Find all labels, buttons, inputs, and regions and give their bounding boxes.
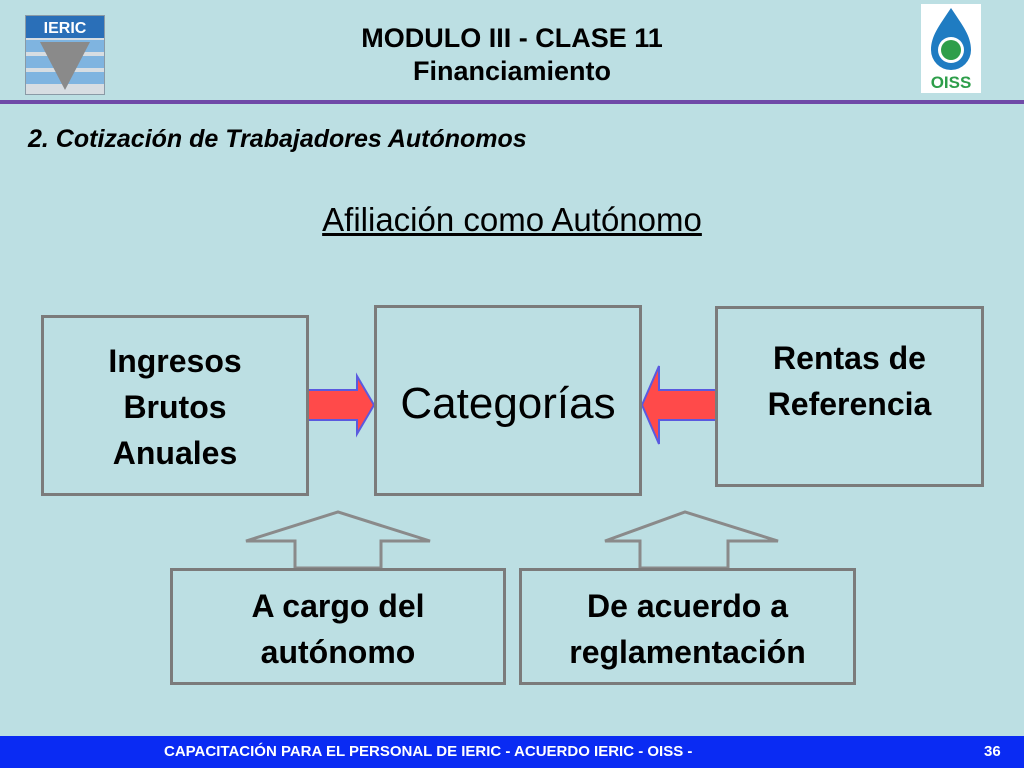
box-acuerdo-line1: De acuerdo a [587,588,788,624]
box-cargo-line2: autónomo [260,634,416,670]
box-ingresos-line1: Ingresos [108,343,242,379]
section-title: 2. Cotización de Trabajadores Autónomos [28,125,527,153]
box-ingresos-line2: Brutos [123,389,227,425]
oiss-logo-graphic: OISS [931,8,972,92]
up-arrow-left-icon [245,510,431,570]
oiss-logo: OISS [921,4,981,93]
header-title: MODULO III - CLASE 11 Financiamiento [200,22,824,88]
header-title-line2: Financiamiento [412,56,612,86]
page-number: 36 [984,743,1001,760]
up-arrow-right-icon [604,510,779,570]
ieric-logo: IERIC [25,15,105,95]
box-rentas-referencia: Rentas de Referencia [715,306,984,487]
box-rentas-line2: Referencia [767,386,932,422]
diagram-subtitle: Afiliación como Autónomo [322,201,702,238]
box-cargo-line1: A cargo del [251,588,425,624]
box-acuerdo-line2: reglamentación [569,634,806,670]
box-categorias: Categorías [374,305,642,496]
ieric-logo-text: IERIC [44,20,87,37]
box-ingresos-line3: Anuales [112,435,238,471]
box-ingresos-brutos: Ingresos Brutos Anuales [41,315,309,496]
arrow-right-icon [307,372,376,438]
box-rentas-line1: Rentas de [773,340,926,376]
arrow-left-icon [640,365,717,445]
box-categorias-label: Categorías [400,379,616,428]
header-title-line1: MODULO III - CLASE 11 [361,23,663,53]
header-divider [0,100,1024,104]
ieric-logo-graphic: IERIC [26,16,104,90]
box-a-cargo: A cargo del autónomo [170,568,506,685]
footer-bar: CAPACITACIÓN PARA EL PERSONAL DE IERIC -… [0,736,1024,768]
oiss-logo-text: OISS [931,73,972,92]
box-de-acuerdo: De acuerdo a reglamentación [519,568,856,685]
footer-text: CAPACITACIÓN PARA EL PERSONAL DE IERIC -… [164,743,693,760]
